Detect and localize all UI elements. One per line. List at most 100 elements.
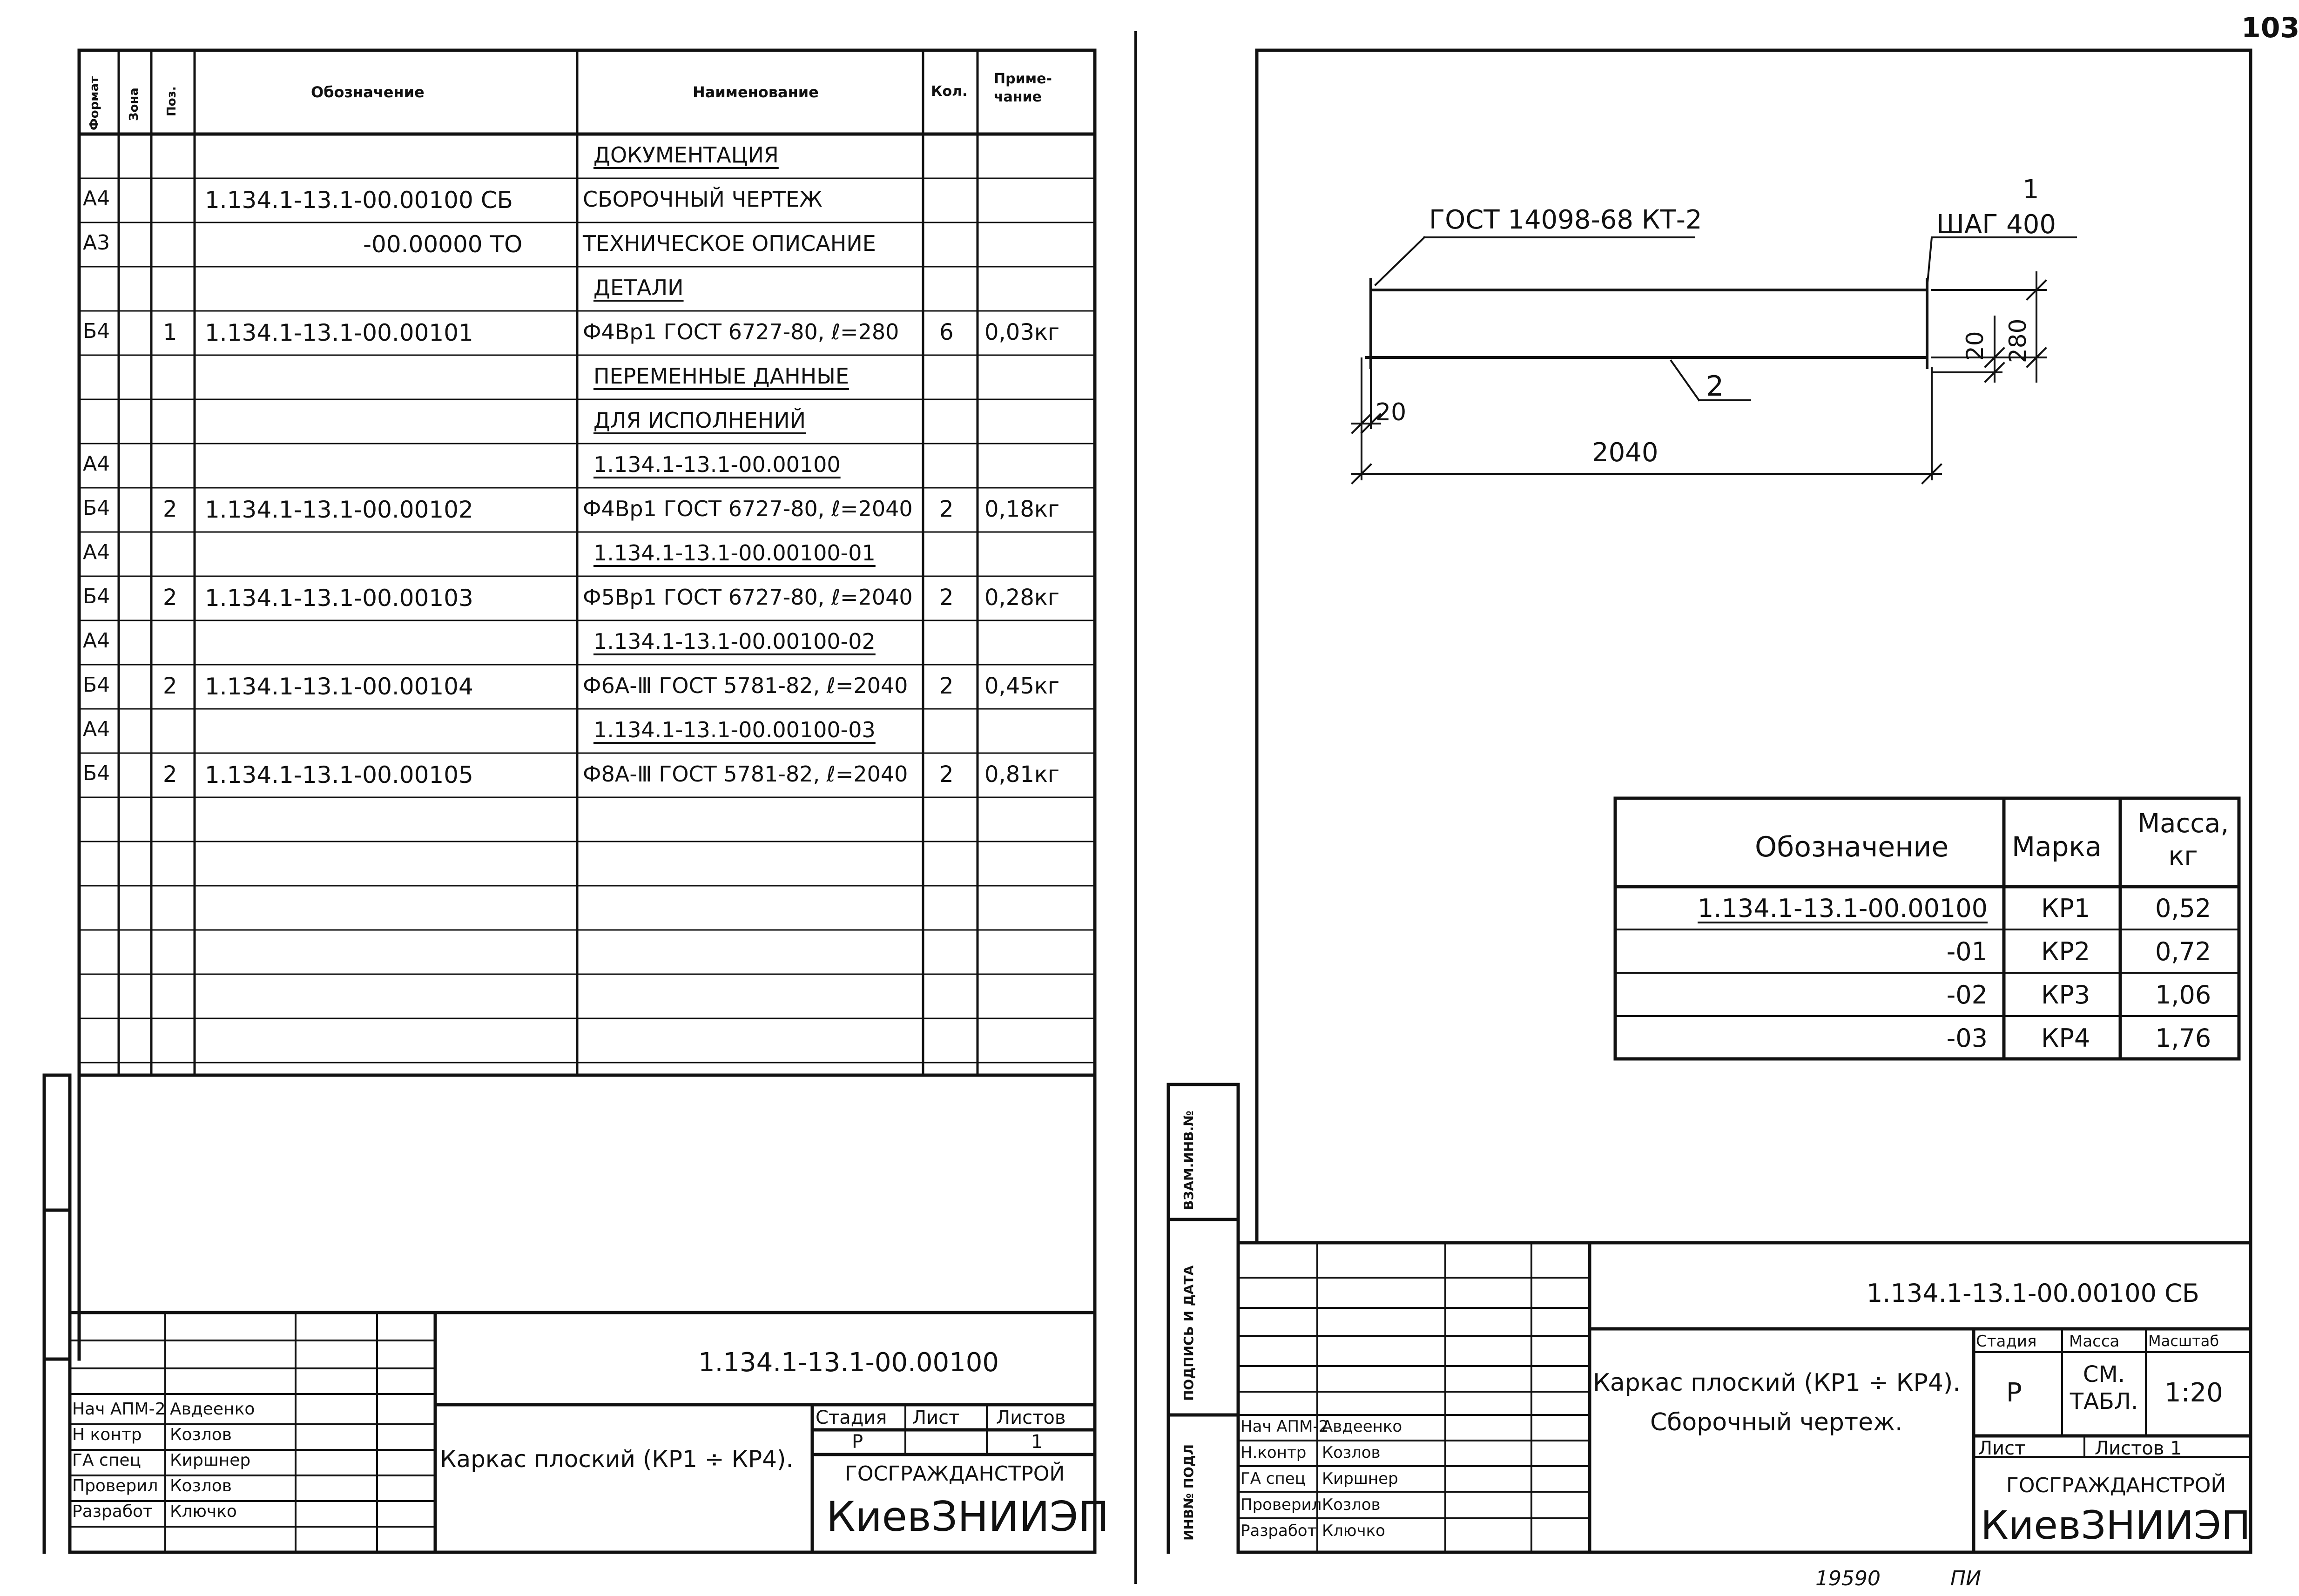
signature-name: Козлов bbox=[1322, 1495, 1381, 1514]
variants-cell-mass: 0,52 bbox=[2155, 894, 2211, 923]
spec-cell-name: 1.134.1-13.1-00.00100 bbox=[593, 452, 841, 477]
page-number: 103 bbox=[2241, 12, 2299, 44]
signature-name: Козлов bbox=[170, 1425, 232, 1444]
signature-name: Козлов bbox=[1322, 1443, 1381, 1462]
spec-cell-note: 0,28кг bbox=[984, 585, 1060, 611]
spec-cell-name: 1.134.1-13.1-00.00100-01 bbox=[593, 540, 876, 566]
signature-role: Нач АПМ-2 bbox=[1241, 1417, 1329, 1436]
right-tb-sheets-label: Листов 1 bbox=[2095, 1438, 2182, 1459]
mark-1: 1 bbox=[2023, 175, 2039, 205]
variants-cell-mass: 1,76 bbox=[2155, 1024, 2211, 1053]
spec-cell-name: Ф6А-Ⅲ ГОСТ 5781-82, ℓ=2040 bbox=[583, 673, 908, 698]
signature-role: ГА спец bbox=[1241, 1469, 1306, 1488]
signature-role: Проверил bbox=[1241, 1495, 1322, 1514]
right-tb-stage-label: Стадия bbox=[1976, 1332, 2037, 1351]
spec-cell-pos: 1 bbox=[163, 319, 177, 345]
signature-name: Авдеенко bbox=[1322, 1417, 1402, 1436]
spec-cell-name: ТЕХНИЧЕСКОЕ ОПИСАНИЕ bbox=[583, 231, 876, 256]
left-tb-stage: Р bbox=[852, 1431, 863, 1453]
spec-cell-qty: 2 bbox=[939, 496, 954, 522]
spec-cell-format: А4 bbox=[83, 187, 110, 210]
signature-role: Разработ bbox=[1241, 1522, 1317, 1540]
right-tb-mass-label: Масса bbox=[2069, 1332, 2120, 1351]
signature-name: Ключко bbox=[170, 1502, 237, 1521]
right-tb-mass: СМ. ТАБЛ. bbox=[2070, 1361, 2138, 1414]
spec-cell-format: Б4 bbox=[83, 496, 110, 520]
spec-cell-note: 0,03кг bbox=[984, 319, 1060, 345]
variants-cell-designation: 1.134.1-13.1-00.00100 bbox=[1698, 894, 1988, 923]
dim-20-right: 20 bbox=[1962, 331, 1989, 361]
spec-cell-format: А3 bbox=[83, 231, 110, 255]
signature-name: Козлов bbox=[170, 1476, 232, 1495]
spec-cell-note: 0,81кг bbox=[984, 761, 1060, 788]
spec-cell-qty: 2 bbox=[939, 673, 954, 699]
spec-cell-format: Б4 bbox=[83, 761, 110, 785]
spec-cell-name: Ф4Вр1 ГОСТ 6727-80, ℓ=280 bbox=[583, 319, 899, 344]
left-tb-title: Каркас плоский (КР1 ÷ КР4). bbox=[440, 1446, 794, 1473]
variants-cell-designation: -03 bbox=[1946, 1024, 1988, 1053]
signature-name: Киршнер bbox=[1322, 1469, 1398, 1488]
spec-cell-designation: -00.00000 ТО bbox=[363, 231, 523, 258]
spec-cell-pos: 2 bbox=[163, 496, 177, 522]
spec-cell-name: 1.134.1-13.1-00.00100-02 bbox=[593, 629, 876, 654]
right-tb-org2: КиевЗНИИЭП bbox=[1981, 1502, 2251, 1548]
variants-cell-mark: КР4 bbox=[2041, 1024, 2090, 1053]
spec-cell-pos: 2 bbox=[163, 761, 177, 788]
variants-header-mark: Марка bbox=[2012, 831, 2102, 862]
spec-cell-format: Б4 bbox=[83, 585, 110, 608]
spec-cell-name: Ф5Вр1 ГОСТ 6727-80, ℓ=2040 bbox=[583, 585, 913, 610]
variants-header-mass: Масса, кг bbox=[2137, 808, 2229, 871]
spec-cell-name: ДЛЯ ИСПОЛНЕНИЙ bbox=[593, 408, 806, 433]
spec-cell-name: ДОКУМЕНТАЦИЯ bbox=[593, 142, 779, 168]
left-tb-sheet-label: Лист bbox=[912, 1407, 960, 1428]
spec-cell-format: А4 bbox=[83, 540, 110, 564]
dim-20-left: 20 bbox=[1375, 398, 1407, 426]
left-tb-sheets: 1 bbox=[1031, 1431, 1043, 1453]
spec-cell-name: Ф8А-Ⅲ ГОСТ 5781-82, ℓ=2040 bbox=[583, 761, 908, 787]
spec-cell-designation: 1.134.1-13.1-00.00101 bbox=[205, 319, 473, 346]
header-format: Формат bbox=[88, 76, 101, 130]
spec-cell-designation: 1.134.1-13.1-00.00105 bbox=[205, 761, 473, 788]
variants-cell-mark: КР1 bbox=[2041, 894, 2090, 923]
left-tb-code: 1.134.1-13.1-00.00100 bbox=[698, 1347, 999, 1378]
right-tb-scale-label: Масштаб bbox=[2148, 1332, 2219, 1350]
mark-2: 2 bbox=[1706, 370, 1724, 403]
side-label-vzam: ВЗАМ.ИНВ.№ bbox=[1181, 1111, 1196, 1210]
spec-cell-designation: 1.134.1-13.1-00.00104 bbox=[205, 673, 473, 700]
left-tb-org2: КиевЗНИИЭП bbox=[826, 1493, 1109, 1541]
spec-cell-note: 0,18кг bbox=[984, 496, 1060, 522]
signature-role: ГА спец bbox=[72, 1451, 142, 1470]
spec-cell-format: Б4 bbox=[83, 319, 110, 343]
spec-cell-pos: 2 bbox=[163, 673, 177, 699]
spec-cell-name: СБОРОЧНЫЙ ЧЕРТЕЖ bbox=[583, 187, 823, 212]
left-tb-sheets-label: Листов bbox=[996, 1407, 1066, 1428]
right-tb-scale: 1:20 bbox=[2164, 1378, 2223, 1408]
header-qty: Кол. bbox=[931, 83, 968, 100]
footer-archive-no: 19590 bbox=[1815, 1567, 1881, 1590]
signature-role: Нач АПМ-2 bbox=[72, 1400, 166, 1419]
signature-name: Киршнер bbox=[170, 1451, 251, 1470]
right-tb-title-line2: Сборочный чертеж. bbox=[1650, 1408, 1903, 1436]
callout-gost: ГОСТ 14098-68 КТ-2 bbox=[1429, 205, 1702, 235]
spec-cell-designation: 1.134.1-13.1-00.00102 bbox=[205, 496, 473, 523]
spec-cell-qty: 6 bbox=[939, 319, 954, 345]
header-zone: Зона bbox=[127, 88, 141, 121]
spec-cell-designation: 1.134.1-13.1-00.00100 СБ bbox=[205, 187, 513, 214]
right-tb-sheet-label: Лист bbox=[1978, 1438, 2026, 1459]
header-name: Наименование bbox=[693, 83, 819, 101]
variants-cell-designation: -01 bbox=[1946, 937, 1988, 966]
spec-cell-format: Б4 bbox=[83, 673, 110, 697]
left-tb-stage-label: Стадия bbox=[816, 1407, 887, 1428]
spec-cell-name: ДЕТАЛИ bbox=[593, 275, 684, 300]
variants-cell-mark: КР3 bbox=[2041, 980, 2090, 1010]
spec-cell-format: А4 bbox=[83, 717, 110, 741]
right-tb-title-line1: Каркас плоский (КР1 ÷ КР4). bbox=[1593, 1369, 1961, 1397]
spec-cell-name: Ф4Вр1 ГОСТ 6727-80, ℓ=2040 bbox=[583, 496, 913, 521]
spec-cell-format: А4 bbox=[83, 452, 110, 476]
signature-role: Н контр bbox=[72, 1425, 142, 1444]
signature-role: Проверил bbox=[72, 1476, 158, 1495]
variants-cell-mass: 1,06 bbox=[2155, 980, 2211, 1010]
right-tb-stage: Р bbox=[2006, 1378, 2022, 1408]
right-tb-code: 1.134.1-13.1-00.00100 СБ bbox=[1867, 1279, 2199, 1308]
dim-2040: 2040 bbox=[1592, 438, 1659, 468]
